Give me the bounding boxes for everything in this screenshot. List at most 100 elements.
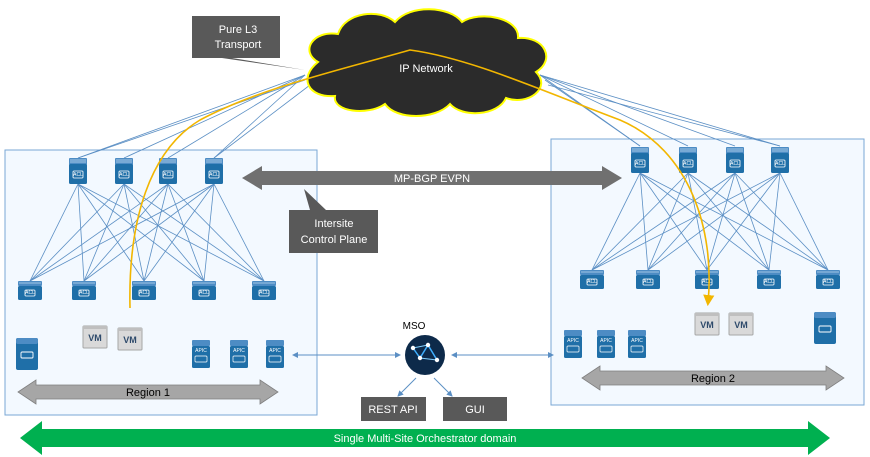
fabric-link (167, 183, 205, 282)
acl-device-label: ACL (79, 290, 89, 296)
acl-device-label: ACL (163, 172, 173, 178)
traffic-path (129, 49, 715, 309)
fabric-link (639, 172, 649, 271)
fabric-link (29, 183, 169, 282)
fabric-link (123, 183, 145, 282)
fabric-link (647, 172, 689, 271)
rest-api-button[interactable]: REST API (361, 397, 426, 421)
apic-device-label: APIC (269, 348, 281, 354)
spine-switch-icon (678, 146, 698, 174)
fabric-link (83, 183, 215, 282)
apic-device-label: APIC (567, 338, 579, 344)
fabric-link (77, 183, 205, 282)
fabric-link (83, 183, 125, 282)
evpn-label: MP-BGP EVPN (394, 173, 470, 185)
transport-callout-line2: Transport (215, 39, 262, 51)
transport-callout-line1: Pure L3 (219, 24, 258, 36)
acl-device-label: ACL (587, 279, 597, 285)
vm-icon: VM (82, 325, 108, 349)
acl-device-label: ACL (25, 290, 35, 296)
region-1-arrow: Region 1 (17, 379, 279, 405)
fabric-link (77, 183, 265, 282)
svg-text:VM: VM (700, 320, 714, 330)
acl-device-label: ACL (643, 279, 653, 285)
fabric-link (591, 172, 781, 271)
fabric-link (639, 172, 708, 271)
vm-icon: VM (117, 327, 143, 351)
fabric-link (77, 183, 85, 282)
fabric-link (706, 172, 781, 271)
gui-button[interactable]: GUI (443, 397, 507, 421)
fabric-link (734, 172, 770, 271)
apic-controller-icon (596, 329, 616, 359)
fabric-link (647, 172, 736, 271)
acl-device-label: ACL (259, 290, 269, 296)
fabric-link (768, 172, 781, 271)
fabric-link (143, 183, 169, 282)
acl-device-label: ACL (119, 172, 129, 178)
control-plane-line2: Control Plane (301, 234, 368, 246)
fabric-link (29, 183, 215, 282)
region-1-label: Region 1 (126, 387, 170, 399)
fabric-link (123, 183, 205, 282)
site-1-apics (191, 339, 285, 369)
acl-device-label: ACL (199, 290, 209, 296)
acl-device-label: ACL (209, 172, 219, 178)
evpn-arrow: MP-BGP EVPN (242, 166, 622, 190)
site-2-apics (563, 329, 647, 359)
apic-device-label: APIC (631, 338, 643, 344)
acl-device-label: ACL (139, 290, 149, 296)
spine-switch-icon (770, 146, 790, 174)
apic-device-label: APIC (600, 338, 612, 344)
acl-device-label: ACL (683, 161, 693, 167)
cloud-label: IP Network (399, 63, 453, 75)
acl-device-label: ACL (730, 161, 740, 167)
acl-labels: ACL ACL ACL ACL ACL ACL ACL ACL ACL ACL ACL ACL ACL A… (25, 161, 833, 354)
apic-controller-icon (563, 329, 583, 359)
acl-device-label: ACL (73, 172, 83, 178)
fabric-link (639, 172, 770, 271)
orchestrator-icon (405, 335, 445, 375)
fabric-link (591, 172, 641, 271)
svg-text:VM: VM (88, 333, 102, 343)
domain-label: Single Multi-Site Orchestrator domain (334, 433, 517, 445)
region-2-label: Region 2 (691, 373, 735, 385)
fabric-link (213, 183, 265, 282)
acl-device-label: ACL (764, 279, 774, 285)
spine-switch-icon (725, 146, 745, 174)
apic-device-label: APIC (233, 348, 245, 354)
acl-device-label: ACL (823, 279, 833, 285)
fabric-link (203, 183, 215, 282)
fabric-link (591, 172, 689, 271)
server-icon (15, 337, 39, 371)
fabric-link (77, 183, 145, 282)
mso-links (292, 352, 554, 397)
svg-text:VM: VM (734, 320, 748, 330)
spine-switch-icon (630, 146, 650, 174)
apic-controller-icon (191, 339, 211, 369)
fabric-link (706, 172, 736, 271)
fabric-link (687, 172, 770, 271)
fabric-link (591, 172, 736, 271)
fabric-link (123, 183, 265, 282)
acl-device-label: ACL (702, 279, 712, 285)
spine-switch-icon (114, 157, 134, 185)
control-plane-callout: Intersite Control Plane (289, 189, 378, 253)
fabric-link (779, 172, 829, 271)
acl-device-label: ACL (635, 161, 645, 167)
fabric-link (143, 183, 215, 282)
vm-icon: VM (728, 312, 754, 336)
fabric-link (647, 172, 781, 271)
spine-switch-icon (158, 157, 178, 185)
vm-icon: VM (694, 312, 720, 336)
spine-switch-icon (68, 157, 88, 185)
gui-label: GUI (465, 404, 485, 416)
apic-controller-icon (627, 329, 647, 359)
site-2-fabric-links (591, 172, 829, 271)
spine-switch-icon (204, 157, 224, 185)
fabric-link (83, 183, 169, 282)
fabric-link (639, 172, 829, 271)
server-icon (813, 311, 837, 345)
fabric-link (29, 183, 125, 282)
